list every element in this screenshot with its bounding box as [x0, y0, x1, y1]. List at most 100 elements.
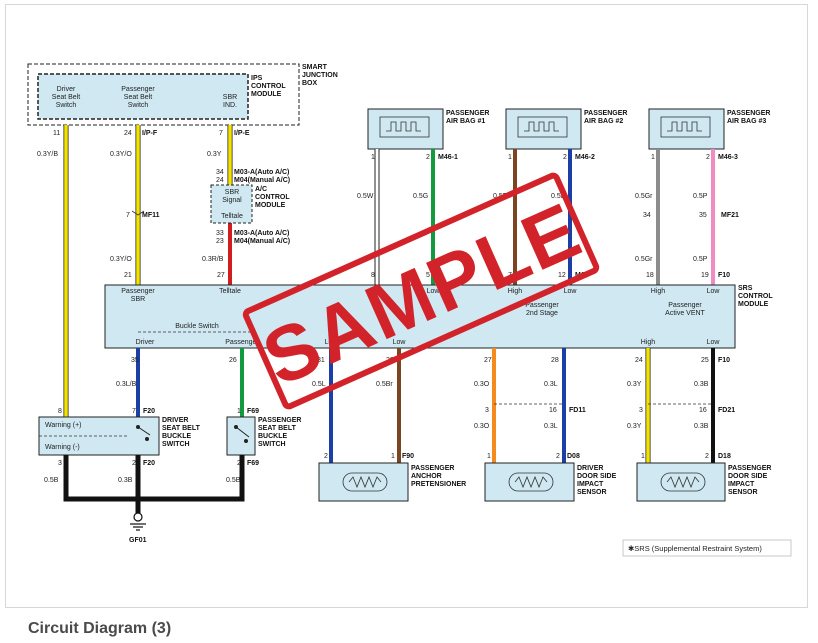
ground-wire-outer [63, 455, 245, 502]
driver-buckle-label-1: DRIVER [162, 417, 188, 424]
ab1-pin5: 5 [426, 272, 430, 279]
wire-label-22: 0.3L [544, 423, 558, 430]
conn-m46-2: M46-2 [575, 154, 595, 161]
conn-fd21: FD21 [718, 407, 735, 414]
pin-b26: 26 [229, 357, 237, 364]
pin-b24: 24 [635, 357, 643, 364]
ecu-low3: Low [707, 288, 721, 295]
driver-door-impact-sensor [484, 462, 575, 502]
ecu-low-b2: Low [393, 339, 407, 346]
ecu-passenger: Passenger [225, 339, 259, 346]
ecu-2nd-stage-1: Passenger [525, 302, 559, 309]
pass-switch-contact-2 [244, 439, 248, 443]
driver-door-label-3: IMPACT [577, 481, 604, 488]
pin-b35: 35 [131, 357, 139, 364]
conn-m46-1: M46-1 [438, 154, 458, 161]
ecu-2nd-stage-2: 2nd Stage [526, 310, 558, 317]
conn-m04-1: M04(Manual A/C) [234, 177, 290, 184]
footnote-box [622, 539, 792, 557]
air-bag-3 [648, 108, 725, 150]
passenger-door-label-1: PASSENGER [728, 465, 771, 472]
pin-e3: 3 [639, 407, 643, 414]
pin-21: 21 [124, 272, 132, 279]
conn-f10-bot: F10 [718, 357, 730, 364]
pass-switch-blade [235, 426, 250, 438]
airbag3-label-2: AIR BAG #3 [727, 118, 766, 125]
wire-label-1: 0.3Y/B [37, 151, 58, 158]
passenger-switch-label-3: Switch [128, 102, 149, 109]
sbr-signal-label-1: SBR [225, 189, 239, 196]
passenger-door-zigzag [666, 475, 700, 489]
pin-b27: 27 [484, 357, 492, 364]
airbag3-label-1: PASSENGER [727, 110, 770, 117]
pin-24: 24 [124, 130, 132, 137]
driver-switch-label-3: Switch [56, 102, 77, 109]
anchor-label-2: ANCHOR [411, 473, 442, 480]
wire-label-27: 0.5B [226, 477, 241, 484]
warning-plus: Warning (+) [45, 422, 82, 429]
ecu-passenger-sbr-2: SBR [131, 296, 145, 303]
anchor-label-1: PASSENGER [411, 465, 454, 472]
driver-switch-label-2: Seat Belt [52, 94, 80, 101]
pin-s2: 2 [132, 460, 136, 467]
passenger-door-label-3: IMPACT [728, 481, 755, 488]
mf11-marker [131, 210, 145, 216]
airbag2-label-2: AIR BAG #2 [584, 118, 623, 125]
ab3-pin2: 2 [706, 154, 710, 161]
sample-stamp: SAMPLE [242, 172, 600, 410]
ips-label-2: CONTROL [251, 83, 286, 90]
driver-door-label-2: DOOR SIDE [577, 473, 617, 480]
driver-switch-contact-2 [145, 437, 149, 441]
ecu-driver: Driver [136, 339, 155, 346]
wire-label-24: 0.3B [694, 423, 709, 430]
driver-switch-label-1: Driver [57, 86, 76, 93]
pin-a1: 1 [391, 453, 395, 460]
ips-control-module [37, 73, 249, 120]
ground-icon [130, 512, 146, 531]
circuit-diagram: .lbl { font-size: 7px; fill: #222; } .bl… [27, 63, 792, 557]
ecu-passenger-sbr-1: Passenger [121, 288, 155, 295]
sbr-ind-label-2: IND. [223, 102, 237, 109]
pin-b28: 28 [551, 357, 559, 364]
conn-f20-b: F20 [143, 460, 155, 467]
conn-d08: D08 [567, 453, 580, 460]
ecu-high2: High [508, 288, 523, 295]
srs-label-3: MODULE [738, 301, 769, 308]
pass-buckle-label-4: SWITCH [258, 441, 286, 448]
passenger-switch-label-1: Passenger [121, 86, 155, 93]
conn-d18: D18 [718, 453, 731, 460]
driver-buckle-label-2: SEAT BELT [162, 425, 201, 432]
driver-door-label-4: SENSOR [577, 489, 607, 496]
wire-label-14: 0.3L/B [116, 381, 137, 388]
warning-minus: Warning (-) [45, 444, 80, 451]
pin-s1: 1 [237, 408, 241, 415]
wire-label-19: 0.3Y [627, 381, 642, 388]
wire-label-6: 0.5W [357, 193, 374, 200]
ac-label-3: MODULE [255, 202, 286, 209]
ab2-pin2: 2 [563, 154, 567, 161]
driver-door-zigzag [514, 475, 548, 489]
wire-label-7: 0.5G [413, 193, 428, 200]
pin-23: 23 [216, 238, 224, 245]
ecu-telltale: Telltale [219, 288, 241, 295]
driver-switch-blade [137, 426, 151, 436]
pin-s7: 7 [132, 408, 136, 415]
air-bag-2 [505, 108, 582, 150]
air-bag-1 [367, 108, 444, 150]
ecu-active-vent-2: Active VENT [665, 310, 705, 317]
wire-label-16: 0.5Br [376, 381, 393, 388]
ab3-pin18: 18 [646, 272, 654, 279]
ab2-pin7: 7 [508, 272, 512, 279]
pin-7b: 7 [126, 212, 130, 219]
wire-label-2: 0.3Y/O [110, 151, 132, 158]
wire-label-26: 0.3B [118, 477, 133, 484]
pin-s2b: 2 [237, 460, 241, 467]
wire-label-20: 0.3B [694, 381, 709, 388]
ecu-low-b3: Low [707, 339, 721, 346]
ecu-low-b1: Low [325, 339, 339, 346]
ab3-pin1: 1 [651, 154, 655, 161]
pin-a2: 2 [324, 453, 328, 460]
pass-buckle-label-1: PASSENGER [258, 417, 301, 424]
pin-11: 11 [53, 130, 60, 137]
wire-label-23: 0.3Y [627, 423, 642, 430]
